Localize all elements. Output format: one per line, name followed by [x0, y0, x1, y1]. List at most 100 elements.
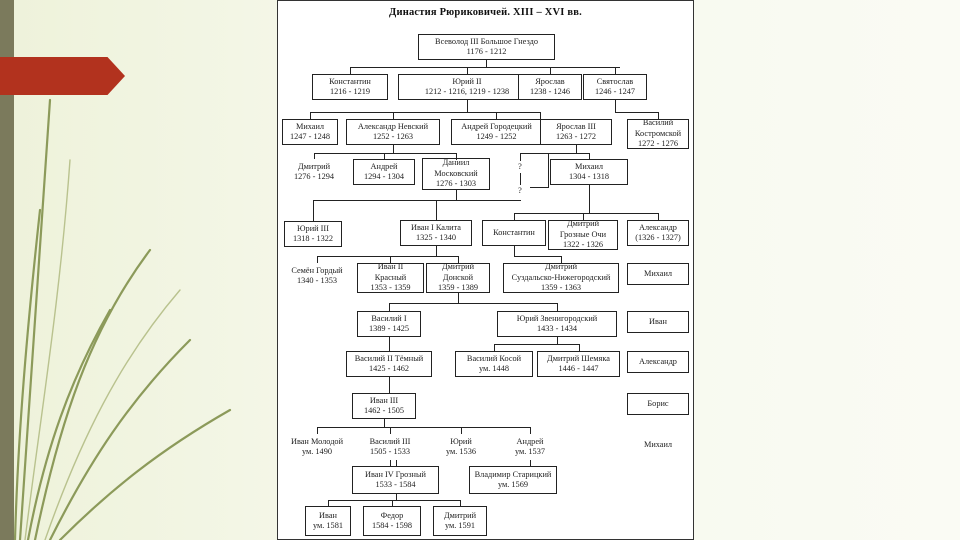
person-name: Дмитрий	[282, 162, 346, 173]
person-dates: 1505 - 1533	[358, 447, 422, 458]
person-node-ivan3: Иван III1462 - 1505	[352, 393, 416, 419]
connector-line	[456, 190, 457, 200]
person-name: Константин	[483, 228, 545, 239]
person-name: Красный	[358, 273, 423, 284]
person-name: Иван III	[353, 396, 415, 407]
connector-line	[313, 200, 521, 201]
person-node-yuri2: Юрий II1212 - 1216, 1219 - 1238	[398, 74, 536, 100]
person-name: Михаил	[551, 162, 627, 173]
person-node-vasily2: Василий II Тёмный1425 - 1462	[346, 351, 432, 377]
person-node-dmitry-suzdal: ДмитрийСуздальско-Нижегородский1359 - 13…	[503, 263, 619, 293]
person-dates: 1176 - 1212	[419, 47, 554, 58]
connector-line	[390, 427, 391, 434]
person-name: Константин	[313, 77, 387, 88]
connector-line	[514, 213, 658, 214]
person-name: Александр	[628, 357, 688, 368]
person-name: Андрей	[354, 162, 414, 173]
person-name: Василий III	[358, 437, 422, 448]
person-node-konstantin2: Константин	[482, 220, 546, 246]
person-dates: 1446 - 1447	[538, 364, 619, 375]
person-dates: 1533 - 1584	[353, 480, 438, 491]
connector-line	[389, 377, 390, 393]
person-dates: 1272 - 1276	[628, 139, 688, 149]
person-dates: 1276 - 1303	[423, 179, 489, 190]
person-name: Дмитрий	[549, 220, 617, 230]
connector-line	[436, 246, 437, 256]
person-name: Семён Гордый	[284, 266, 350, 277]
connector-line	[310, 112, 311, 119]
person-dates: 1318 - 1322	[285, 234, 341, 245]
person-dates: ум. 1537	[497, 447, 563, 458]
person-name: Иван II	[358, 263, 423, 273]
person-dates: ум. 1490	[284, 447, 350, 458]
connector-line	[520, 153, 521, 161]
person-node-dmitry1: Дмитрий1276 - 1294	[282, 159, 346, 185]
connector-line	[579, 344, 580, 351]
person-name: Ярослав	[519, 77, 581, 88]
connector-line	[317, 256, 318, 263]
person-dates: (1326 - 1327)	[628, 233, 688, 244]
person-dates: 1294 - 1304	[354, 172, 414, 183]
person-dates: 1249 - 1252	[452, 132, 541, 143]
person-dates: 1359 - 1363	[504, 283, 618, 293]
page-title: Династия Рюриковичей. XIII – XVI вв.	[278, 7, 693, 18]
person-name: Иван Молодой	[284, 437, 350, 448]
connector-line	[317, 256, 459, 257]
person-name: Михаил	[283, 122, 337, 133]
connector-line	[389, 337, 390, 344]
person-node-vasily-kostromskoy: ВасилийКостромской1272 - 1276	[627, 119, 689, 149]
person-dates: ум. 1569	[470, 480, 556, 491]
person-dates: 1425 - 1462	[347, 364, 431, 375]
person-name: ?	[510, 186, 530, 197]
connector-line	[467, 100, 468, 112]
person-node-q1: ?	[510, 161, 530, 173]
person-name: Юрий Звенигородский	[498, 314, 616, 325]
connector-line	[486, 60, 487, 67]
connector-line	[530, 427, 531, 434]
person-name: Иван IV Грозный	[353, 470, 438, 481]
connector-line	[310, 112, 540, 113]
connector-line	[460, 500, 461, 506]
person-dates: ум. 1591	[434, 521, 486, 532]
person-name: Московский	[423, 169, 489, 180]
person-dates: 1322 - 1326	[549, 240, 617, 250]
person-name: Юрий II	[399, 77, 535, 88]
connector-line	[390, 460, 391, 466]
person-dates: 1584 - 1598	[364, 521, 420, 532]
connector-line	[458, 293, 459, 303]
person-node-yuri3: Юрий III1318 - 1322	[284, 221, 342, 247]
connector-line	[317, 427, 318, 434]
person-node-konstantin1: Константин1216 - 1219	[312, 74, 388, 100]
connector-line	[384, 419, 385, 427]
person-dates: 1247 - 1248	[283, 132, 337, 143]
connector-line	[436, 200, 437, 220]
connector-line	[494, 344, 579, 345]
person-name: Василий I	[358, 314, 420, 325]
person-name: Андрей Городецкий	[452, 122, 541, 133]
connector-line	[350, 67, 351, 74]
connector-line	[456, 153, 457, 160]
person-node-semen: Семён Гордый1340 - 1353	[284, 263, 350, 289]
genealogy-sheet: Династия Рюриковичей. XIII – XVI вв. Все…	[277, 0, 694, 540]
person-node-alexander2: Александр	[627, 351, 689, 373]
connector-line	[615, 112, 658, 113]
person-dates: ум. 1581	[306, 521, 350, 532]
connector-line	[615, 67, 616, 74]
person-name: Федор	[364, 511, 420, 522]
connector-line	[550, 67, 551, 74]
connector-line	[615, 100, 616, 112]
connector-line	[589, 185, 590, 213]
connector-line	[389, 303, 390, 311]
connector-line	[384, 153, 385, 159]
connector-line	[561, 256, 562, 263]
person-name: Борис	[628, 399, 688, 410]
connector-line	[328, 500, 460, 501]
person-name: ?	[510, 162, 530, 173]
